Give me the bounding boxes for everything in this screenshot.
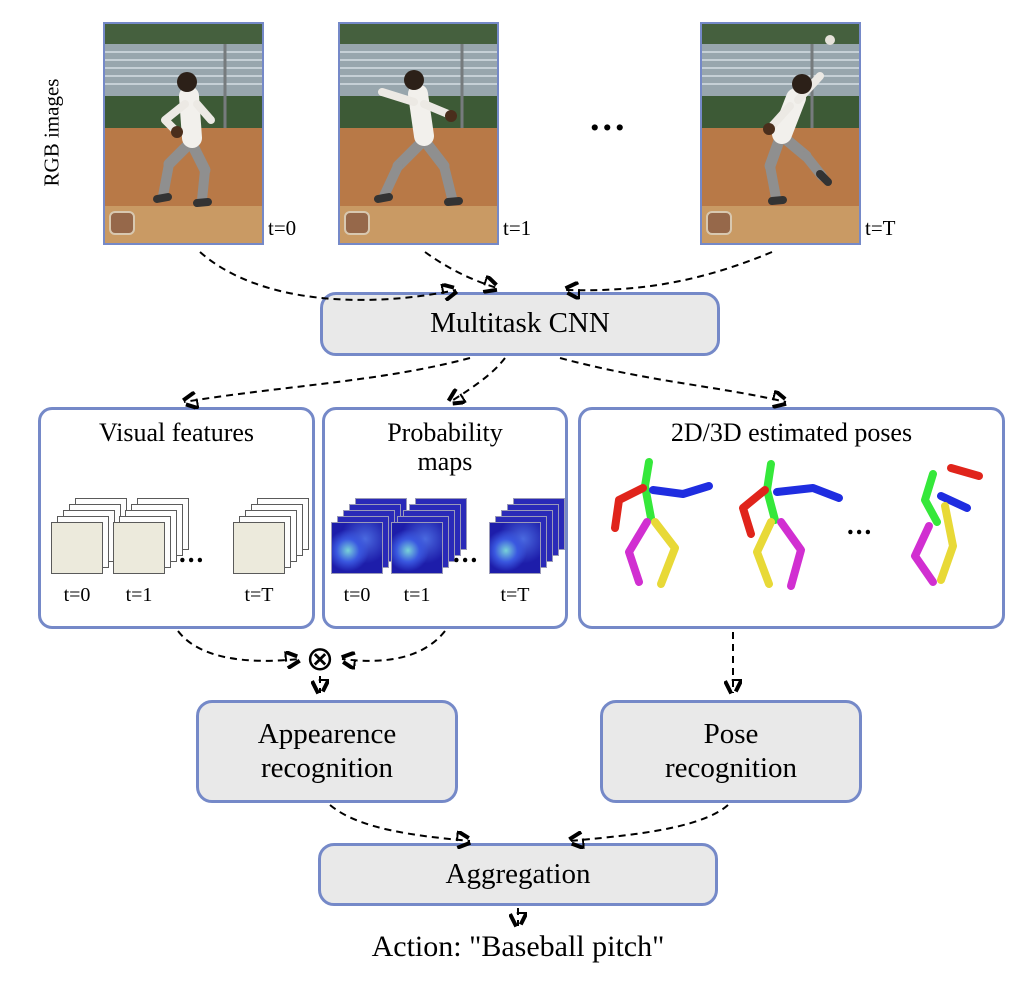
pitcher-silhouette (153, 72, 215, 207)
pose-recognition-box: Pose recognition (600, 700, 862, 803)
pitcher-silhouette (374, 70, 463, 206)
pose-figure-1 (595, 456, 720, 621)
multitask-cnn-box: Multitask CNN (320, 292, 720, 356)
visual-features-ellipsis: ... (179, 538, 206, 568)
aggregation-box: Aggregation (318, 843, 718, 906)
action-output-text: Action: "Baseball pitch" (371, 930, 665, 963)
time-label-0: t=0 (268, 216, 297, 240)
appearance-recognition-label: Appearence recognition (257, 718, 397, 784)
rgb-image-frame-0 (103, 22, 264, 245)
arrow-image1-to-cnn (424, 251, 497, 288)
feature-stack-tT (233, 498, 311, 576)
poses-ellipsis: ... (847, 510, 874, 540)
feature-stack-label-2: t=T (244, 584, 274, 606)
feature-stack-label-1: t=1 (125, 584, 153, 606)
visual-features-title: Visual features (98, 418, 255, 447)
probability-maps-box: Probability maps ... t=0 t=1 t=T (322, 407, 568, 629)
time-label-2: t=T (865, 216, 896, 240)
probmap-stack-label-1: t=1 (403, 584, 431, 606)
pitcher-silhouette (763, 72, 832, 205)
pose-figure-3 (881, 456, 1006, 621)
arrow-probability-maps-to-multiply (342, 630, 446, 661)
rgb-images-label: RGB images (39, 78, 64, 187)
rgb-image-frame-2 (700, 22, 861, 245)
time-label-1: t=1 (503, 216, 532, 240)
baseball-photo-illustration (702, 24, 859, 243)
visual-features-box: Visual features ... t=0 t=1 t=T (38, 407, 315, 629)
baseball-photo-illustration (105, 24, 262, 243)
arrow-cnn-to-poses (559, 357, 786, 402)
estimated-poses-box: 2D/3D estimated poses ... (578, 407, 1005, 629)
feature-stack-t1 (113, 498, 191, 576)
elementwise-multiply-operator: ⊗ (305, 639, 335, 679)
baseball-photo-illustration (340, 24, 497, 243)
feature-stack-label-0: t=0 (63, 584, 91, 606)
images-ellipsis: ... (590, 97, 628, 139)
aggregation-label: Aggregation (445, 857, 591, 890)
pose-recognition-label: Pose recognition (664, 718, 798, 784)
probability-maps-ellipsis: ... (453, 538, 480, 568)
probmap-stack-label-0: t=0 (343, 584, 371, 606)
probmap-stack-label-2: t=T (500, 584, 530, 606)
pose-figure-2 (721, 456, 846, 621)
arrow-visual-features-to-multiply (177, 630, 299, 661)
estimated-poses-title: 2D/3D estimated poses (670, 418, 913, 447)
arrow-appearance-to-aggregation (329, 804, 470, 841)
arrow-pose-recognition-to-aggregation (570, 804, 729, 841)
probability-maps-title: Probability maps (387, 418, 503, 477)
arrow-cnn-to-probability-maps (450, 357, 506, 402)
arrow-cnn-to-visual-features (184, 357, 471, 402)
arrow-image2-to-cnn (566, 251, 773, 290)
multitask-cnn-label: Multitask CNN (430, 307, 610, 340)
rgb-image-frame-1 (338, 22, 499, 245)
probmap-stack-tT (489, 498, 567, 576)
appearance-recognition-box: Appearence recognition (196, 700, 458, 803)
probmap-stack-t1 (391, 498, 469, 576)
